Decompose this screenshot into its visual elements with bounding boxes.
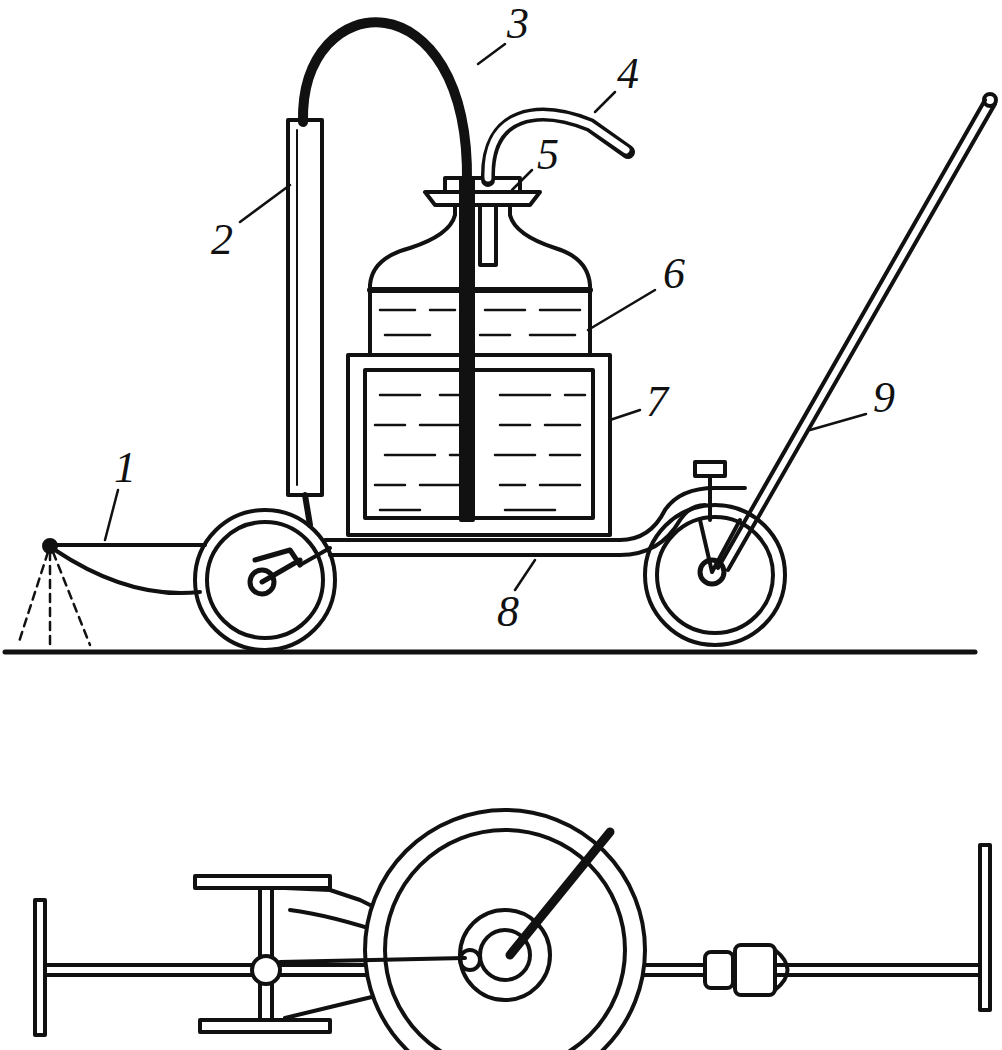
callout-number: 1 <box>112 446 138 490</box>
callout-number: 6 <box>661 252 687 296</box>
callout-number: 3 <box>505 2 531 46</box>
callout-number: 4 <box>615 52 641 96</box>
callout-number: 9 <box>871 376 897 420</box>
callout-number: 7 <box>644 380 670 424</box>
callout-number: 8 <box>495 590 521 634</box>
callout-number: 2 <box>209 218 235 262</box>
callout-number: 5 <box>535 133 561 177</box>
